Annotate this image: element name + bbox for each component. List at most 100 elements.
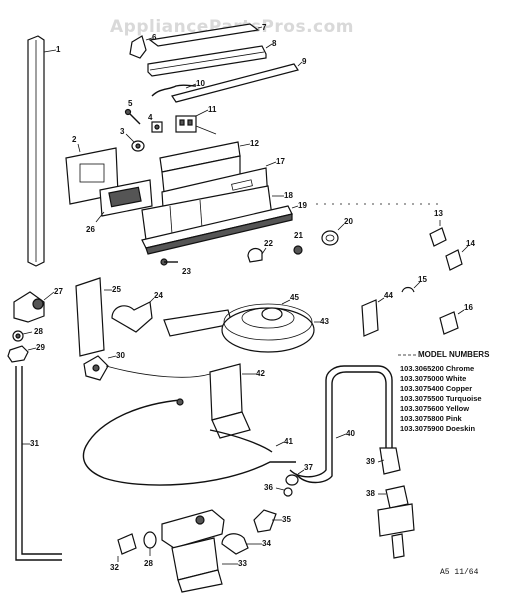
part-23-screw xyxy=(160,258,178,266)
callout-14: 14 xyxy=(466,239,475,248)
part-20-knob xyxy=(321,223,345,246)
model-numbers-heading: MODEL NUMBERS xyxy=(418,350,490,359)
part-39-fitting xyxy=(377,447,401,475)
callout-4: 4 xyxy=(148,113,153,122)
part-38-valve xyxy=(377,485,415,559)
model-row-7: 103.3075900 Doeskin xyxy=(400,424,475,433)
part-25-bracket xyxy=(75,277,112,357)
callout-30: 30 xyxy=(116,351,125,360)
callout-40: 40 xyxy=(346,429,355,438)
callout-28: 28 xyxy=(34,327,43,336)
thermocouple-wire xyxy=(105,365,211,378)
part-36-nut xyxy=(275,487,293,497)
part-34-elbow xyxy=(221,533,262,555)
callout-labels: 1 2 3 4 5 6 7 8 9 10 11 12 13 14 15 16 1… xyxy=(30,23,475,572)
part-15-clip xyxy=(401,281,421,293)
callout-1: 1 xyxy=(56,45,61,54)
callout-6: 6 xyxy=(152,33,157,42)
callout-36: 36 xyxy=(264,483,273,492)
callout-17: 17 xyxy=(276,157,285,166)
callout-27: 27 xyxy=(54,287,63,296)
callout-41: 41 xyxy=(284,437,293,446)
callout-31: 31 xyxy=(30,439,39,448)
callout-45: 45 xyxy=(290,293,299,302)
tube-end xyxy=(176,398,184,406)
part-28-fitting xyxy=(12,330,33,342)
part-11-switch xyxy=(175,109,217,135)
part-40-tube xyxy=(289,365,393,484)
model-row-1: 103.3065200 Chrome xyxy=(400,364,474,373)
callout-34: 34 xyxy=(262,539,271,548)
callout-23: 23 xyxy=(182,267,191,276)
callout-13: 13 xyxy=(434,209,443,218)
part-10-wire xyxy=(151,83,197,97)
callout-15: 15 xyxy=(418,275,427,284)
callout-38: 38 xyxy=(366,489,375,498)
callout-21: 21 xyxy=(294,231,303,240)
part-3-knob xyxy=(125,133,145,152)
part-26-clock xyxy=(95,179,153,223)
callout-39: 39 xyxy=(366,457,375,466)
part-28-fitting-lower xyxy=(143,531,157,556)
callout-33: 33 xyxy=(238,559,247,568)
callout-11: 11 xyxy=(208,105,217,114)
callout-18: 18 xyxy=(284,191,293,200)
callout-44: 44 xyxy=(384,291,393,300)
callout-9: 9 xyxy=(302,57,307,66)
part-21-nut xyxy=(293,245,303,255)
callout-8: 8 xyxy=(272,39,277,48)
callout-20: 20 xyxy=(344,217,353,226)
callout-37: 37 xyxy=(304,463,313,472)
callout-16: 16 xyxy=(464,303,473,312)
part-16-clip xyxy=(439,309,465,335)
callout-10: 10 xyxy=(196,79,205,88)
model-row-2: 103.3075000 White xyxy=(400,374,466,383)
callout-7: 7 xyxy=(262,23,267,32)
callout-29: 29 xyxy=(36,343,45,352)
drawing-code: A5 11/64 xyxy=(440,568,479,577)
callout-5: 5 xyxy=(128,99,133,108)
part-35-fitting xyxy=(253,509,282,533)
callout-43: 43 xyxy=(320,317,329,326)
part-5-screw xyxy=(124,108,141,125)
part-42-box xyxy=(209,363,256,439)
part-43-burner xyxy=(163,303,320,353)
part-7-top-rail xyxy=(148,23,263,47)
callout-42: 42 xyxy=(256,369,265,378)
part-4-clip xyxy=(151,121,163,133)
part-27-elbow xyxy=(13,291,55,323)
part-12-panel xyxy=(159,141,251,193)
part-13-clip xyxy=(429,220,447,247)
callout-28b: 28 xyxy=(144,559,153,568)
part-1-side-trim xyxy=(27,35,57,267)
part-29-nut xyxy=(7,345,37,363)
part-19-trim xyxy=(141,205,299,255)
callout-32: 32 xyxy=(110,563,119,572)
callout-12: 12 xyxy=(250,139,259,148)
part-30-orifice xyxy=(83,355,117,381)
part-24-holder xyxy=(111,297,155,333)
part-9-rod xyxy=(171,61,303,103)
callout-3: 3 xyxy=(120,127,125,136)
callout-26: 26 xyxy=(86,225,95,234)
part-41-tube xyxy=(82,399,296,486)
model-row-5: 103.3075600 Yellow xyxy=(400,404,469,413)
callout-35: 35 xyxy=(282,515,291,524)
part-14-clip xyxy=(445,245,469,271)
callout-22: 22 xyxy=(264,239,273,248)
part-31-tube xyxy=(15,366,62,561)
callout-2: 2 xyxy=(72,135,77,144)
model-row-6: 103.3075800 Pink xyxy=(400,414,463,423)
part-6-bracket xyxy=(129,35,153,59)
callout-24: 24 xyxy=(154,291,163,300)
part-45-cap xyxy=(261,299,291,321)
model-numbers-table: MODEL NUMBERS 103.3065200 Chrome 103.307… xyxy=(398,350,490,433)
part-32-fitting xyxy=(117,533,137,562)
callout-25: 25 xyxy=(112,285,121,294)
part-22-knob xyxy=(247,247,267,263)
model-row-3: 103.3075400 Copper xyxy=(400,384,472,393)
callout-19: 19 xyxy=(298,201,307,210)
model-row-4: 103.3075500 Turquoise xyxy=(400,394,482,403)
